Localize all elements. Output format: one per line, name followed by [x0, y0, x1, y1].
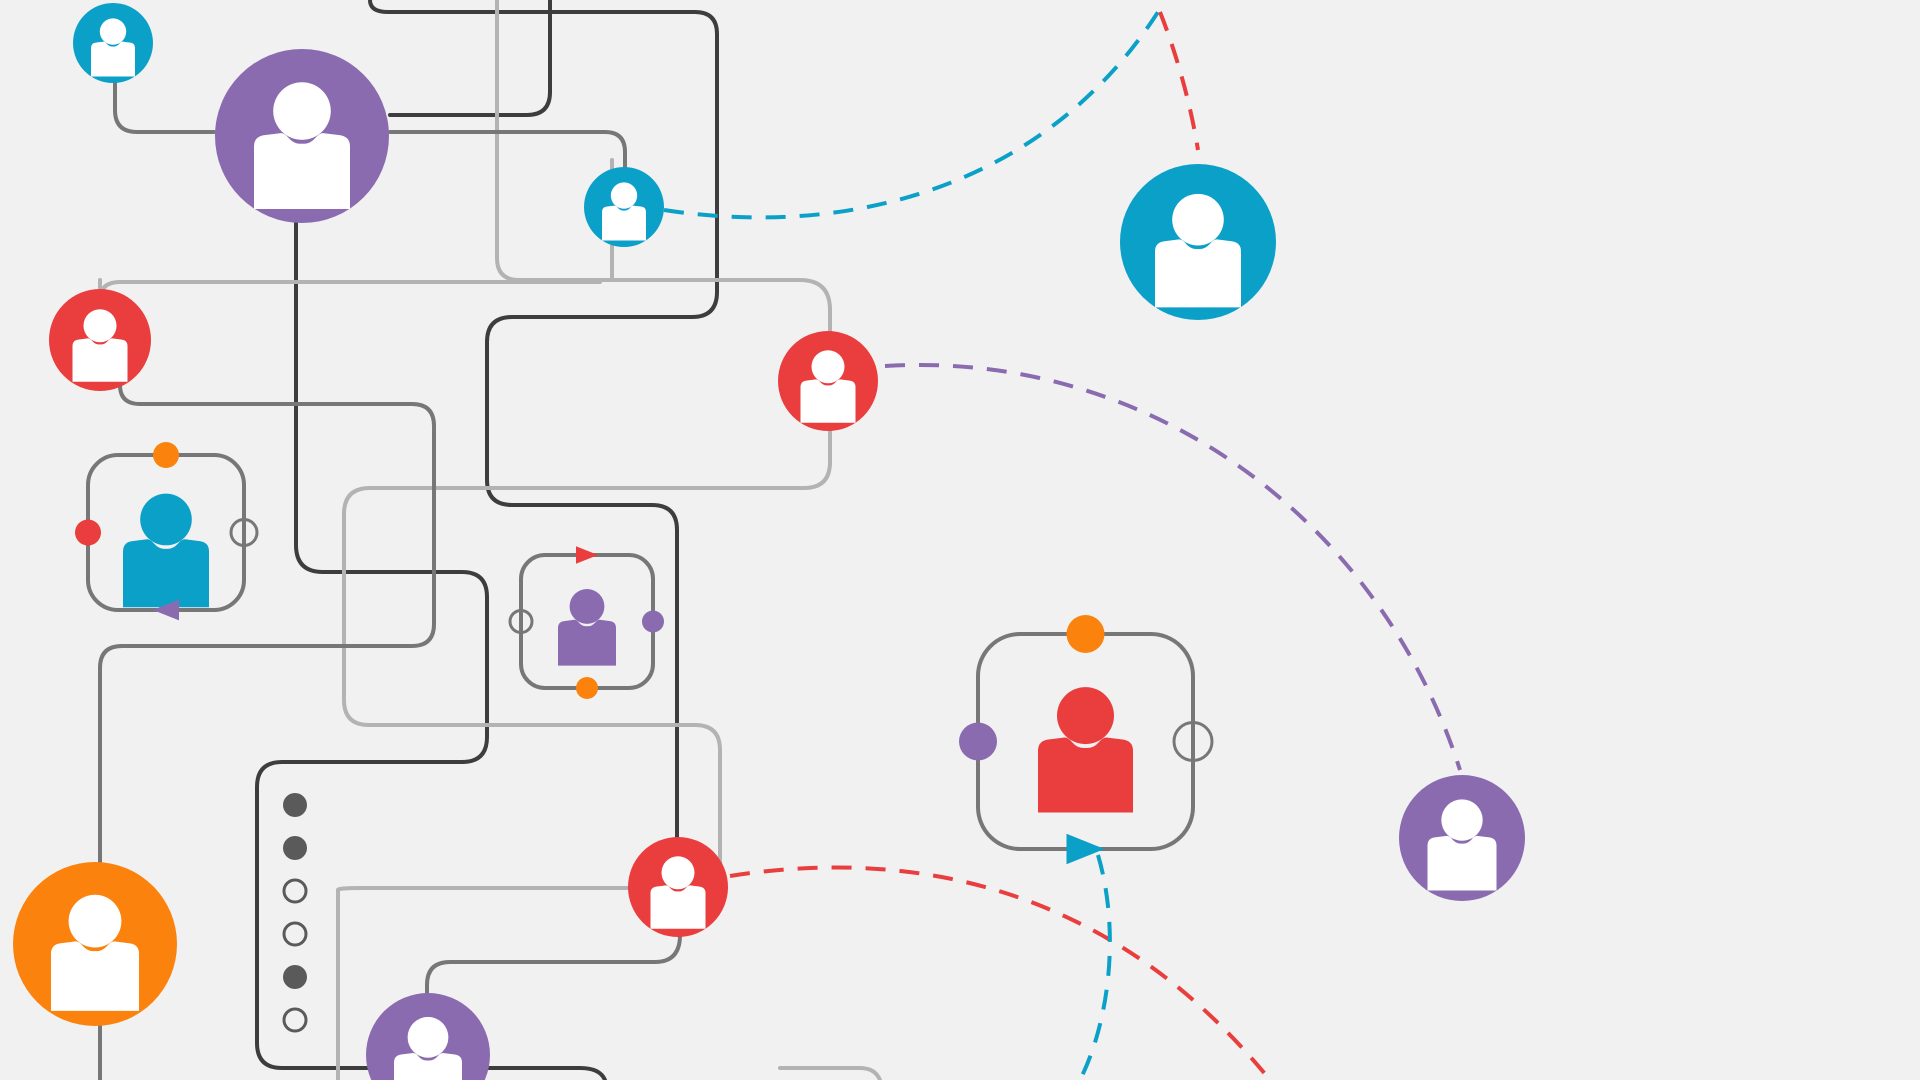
user-avatar-icon	[1155, 193, 1241, 308]
user-node-purple-bottom	[366, 993, 490, 1080]
strip-dot-empty	[282, 921, 308, 947]
strip-dot-empty	[282, 878, 308, 904]
dashed-link-purple	[884, 363, 1462, 771]
user-avatar-icon	[602, 182, 646, 241]
circuit-line-3	[255, 218, 607, 1080]
connector-dot-icon	[508, 609, 534, 634]
user-card-blue	[75, 442, 259, 621]
circuit-line-11	[388, 130, 627, 172]
user-avatar-icon	[91, 18, 135, 77]
arrow-marker-icon	[1066, 833, 1105, 865]
user-card-purple	[508, 546, 664, 699]
user-card-red	[959, 615, 1214, 865]
user-node-red-middle	[778, 331, 878, 431]
dashed-link-blue	[663, 10, 1160, 220]
connector-dot-icon	[576, 677, 598, 699]
user-avatar-icon	[1038, 687, 1133, 813]
strip-dot-filled	[283, 965, 307, 989]
user-avatar-icon	[123, 493, 209, 608]
circuit-line-1	[368, 0, 719, 862]
user-node-blue-top	[73, 3, 153, 83]
connector-dot-icon	[75, 519, 101, 546]
dashed-link-red-top	[1158, 11, 1200, 151]
user-avatar-icon	[254, 82, 350, 209]
connector-dot-icon	[642, 610, 664, 633]
user-avatar-icon	[1427, 799, 1497, 891]
circuit-line-2	[388, 0, 552, 117]
strip-dot-empty	[282, 1007, 308, 1033]
connector-dot-icon	[229, 518, 259, 547]
dashed-connections	[663, 10, 1462, 1080]
connector-dot-icon	[153, 442, 179, 468]
circuit-line-14	[425, 933, 682, 1007]
circuit-line-12	[98, 378, 436, 864]
user-node-blue-right	[1120, 164, 1276, 320]
user-avatar-icon	[650, 856, 706, 929]
dashed-link-blue-bottom	[1078, 854, 1112, 1080]
circuit-lines	[98, 0, 882, 1080]
circuit-line-9	[778, 1066, 882, 1080]
arrow-marker-icon	[576, 546, 598, 564]
strip-dot-filled	[283, 793, 307, 817]
user-nodes	[13, 3, 1525, 1080]
user-node-purple-right	[1399, 775, 1525, 901]
user-node-red-left	[49, 289, 151, 391]
connector-dot-icon	[1066, 615, 1105, 653]
user-node-purple-large	[215, 49, 389, 223]
connector-dot-icon	[959, 722, 997, 761]
user-avatar-icon	[800, 350, 856, 423]
arrow-marker-icon	[153, 599, 179, 621]
user-cards	[75, 442, 1214, 865]
connector-dot-icon	[1172, 721, 1214, 762]
strip-dot-filled	[283, 836, 307, 860]
user-avatar-icon	[393, 1016, 463, 1080]
user-node-red-lower	[628, 837, 728, 937]
user-avatar-icon	[51, 894, 139, 1011]
user-node-blue-small	[584, 167, 664, 247]
user-avatar-icon	[72, 309, 128, 382]
dashed-link-red-bottom	[729, 865, 1272, 1080]
circuit-line-10	[113, 38, 216, 134]
user-node-orange-bottom	[13, 862, 177, 1026]
user-avatar-icon	[558, 589, 616, 666]
port-strip	[282, 793, 308, 1033]
